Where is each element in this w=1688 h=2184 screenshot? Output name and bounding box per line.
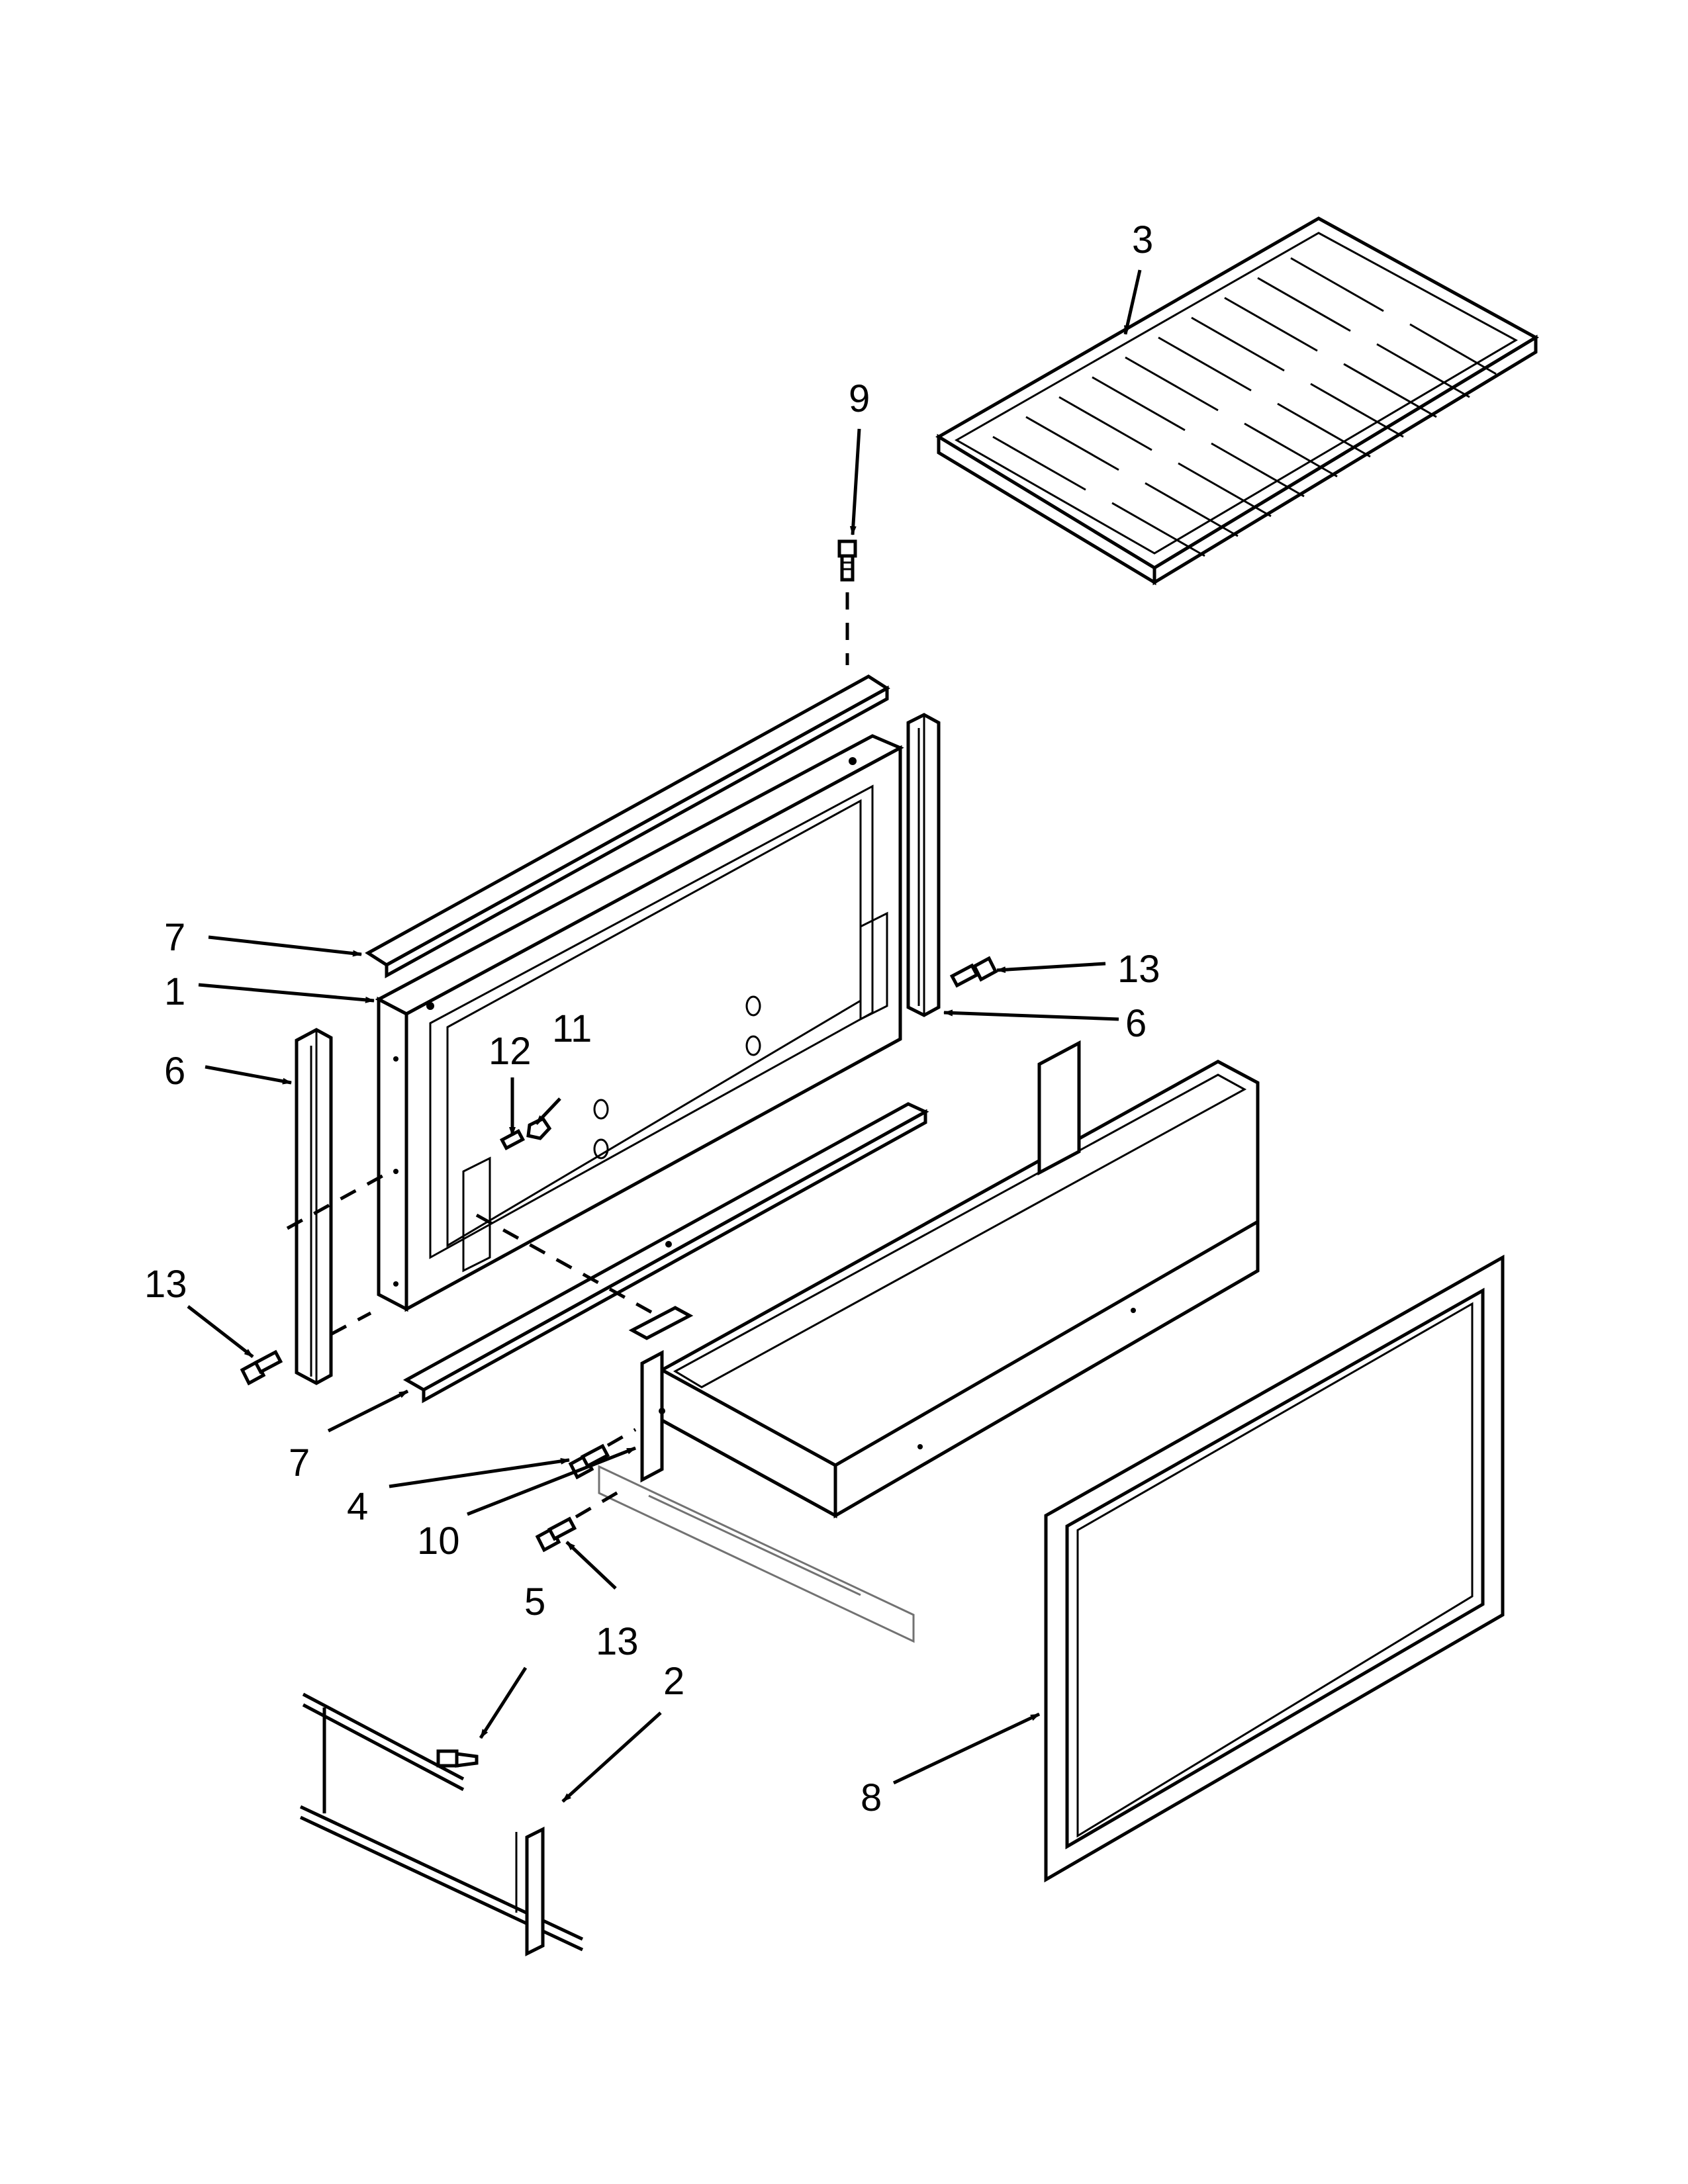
callout-1: 1 <box>164 970 185 1013</box>
callout-7-bottom: 7 <box>289 1441 310 1484</box>
callout-13-bottom: 13 <box>596 1620 639 1663</box>
part-6-left-rail <box>295 1028 333 1385</box>
callout-labels: 3 9 7 1 6 12 11 13 13 6 7 4 10 13 5 2 8 <box>144 218 1160 1819</box>
part-6-right-rail <box>906 713 941 1017</box>
callout-9: 9 <box>849 377 870 420</box>
callout-10: 10 <box>417 1520 460 1563</box>
part-7-top-trim <box>365 674 890 979</box>
callout-5: 5 <box>524 1580 545 1623</box>
part-8-gasket <box>1044 1254 1505 1883</box>
callout-6-left: 6 <box>164 1050 185 1093</box>
leader-lines <box>187 269 1142 1803</box>
callout-8: 8 <box>861 1776 882 1819</box>
screw-icon <box>535 1516 577 1553</box>
callout-11: 11 <box>552 1007 592 1050</box>
callout-12: 12 <box>489 1030 532 1073</box>
callout-7-top: 7 <box>164 916 185 959</box>
callout-6-right: 6 <box>1125 1002 1147 1045</box>
part-slide-rail <box>598 1465 915 1643</box>
screw-icon <box>436 1749 479 1768</box>
callout-13-right: 13 <box>1117 948 1160 991</box>
screw-icon <box>837 539 857 582</box>
part-7-bottom-trim <box>402 1102 929 1404</box>
callout-4: 4 <box>347 1485 368 1528</box>
part-3-shelf-grille <box>935 216 1540 586</box>
callout-3: 3 <box>1132 218 1153 261</box>
part-4-drawer-basket <box>628 1040 1260 1519</box>
part-1-door-frame <box>375 734 904 1312</box>
callout-13-left: 13 <box>144 1263 187 1306</box>
screw-icon <box>949 956 998 988</box>
callout-2: 2 <box>663 1660 684 1703</box>
screw-icon <box>240 1349 283 1386</box>
part-2-front-panel <box>299 1692 584 1957</box>
